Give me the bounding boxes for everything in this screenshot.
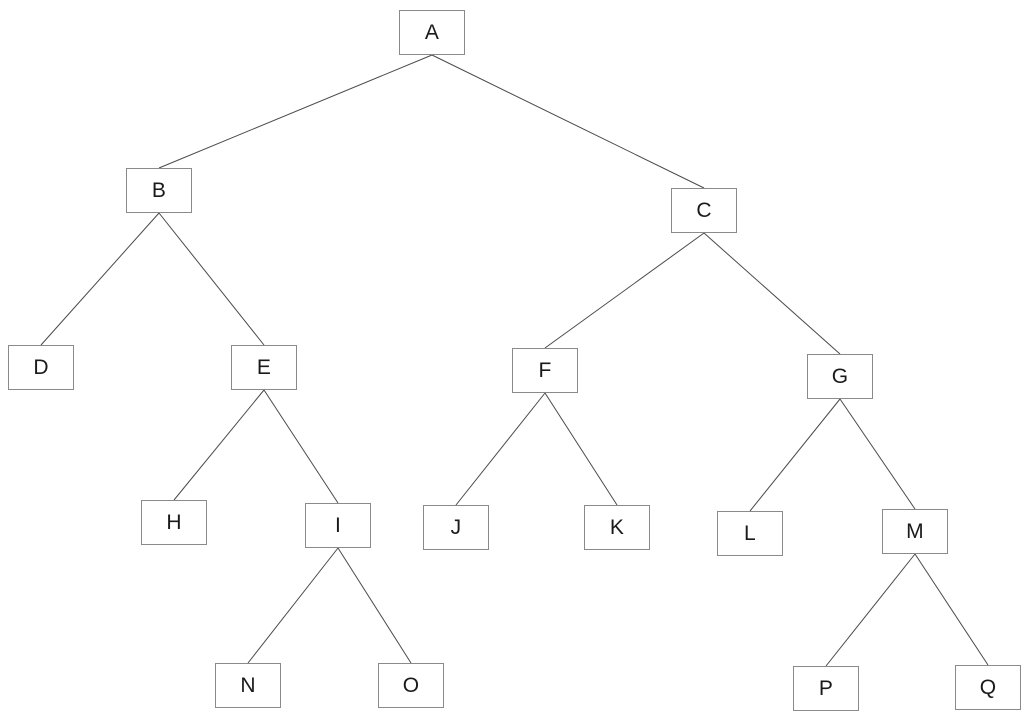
tree-node-label: D [33,356,49,379]
tree-node-c[interactable]: C [671,188,737,233]
tree-node-label: J [450,516,462,539]
tree-edge-g-m [839,398,916,510]
tree-node-label: L [744,522,756,545]
tree-node-label: F [538,359,552,382]
tree-edge-c-g [703,232,841,355]
tree-edge-a-b [158,54,433,169]
tree-edge-e-i [263,389,339,504]
tree-node-d[interactable]: D [8,345,74,390]
tree-node-p[interactable]: P [793,666,859,711]
tree-edge-e-h [173,389,265,501]
tree-node-b[interactable]: B [126,168,192,213]
tree-edge-a-c [431,54,705,189]
tree-node-n[interactable]: N [215,663,281,708]
tree-node-label: I [334,514,342,537]
tree-node-label: Q [979,676,997,699]
tree-node-m[interactable]: M [882,509,948,554]
tree-node-label: M [906,520,924,543]
tree-node-q[interactable]: Q [955,665,1021,710]
tree-node-label: P [818,677,834,700]
tree-edge-f-j [455,392,546,506]
tree-node-g[interactable]: G [807,354,873,399]
tree-node-l[interactable]: L [717,511,783,556]
tree-edge-i-n [247,547,339,664]
tree-edge-m-q [914,553,989,666]
tree-node-e[interactable]: E [231,345,297,390]
tree-node-i[interactable]: I [305,503,371,548]
tree-edge-c-f [544,232,705,349]
tree-node-o[interactable]: O [378,663,444,708]
tree-node-a[interactable]: A [399,10,465,55]
tree-edge-g-l [749,398,841,512]
tree-edge-m-p [825,553,916,667]
tree-node-j[interactable]: J [423,505,489,550]
tree-edge-b-d [40,212,160,346]
tree-node-label: O [402,674,420,697]
tree-node-f[interactable]: F [512,348,578,393]
tree-node-label: A [424,21,440,44]
tree-node-label: B [151,179,167,202]
tree-node-label: C [696,199,712,222]
tree-node-label: K [609,516,625,539]
tree-node-h[interactable]: H [141,500,207,545]
tree-node-label: H [166,511,182,534]
tree-edge-f-k [544,392,618,506]
tree-node-k[interactable]: K [584,505,650,550]
tree-node-label: E [256,356,272,379]
tree-edge-i-o [337,547,412,664]
tree-node-label: G [831,365,849,388]
tree-node-label: N [240,674,256,697]
tree-edge-b-e [158,212,265,346]
